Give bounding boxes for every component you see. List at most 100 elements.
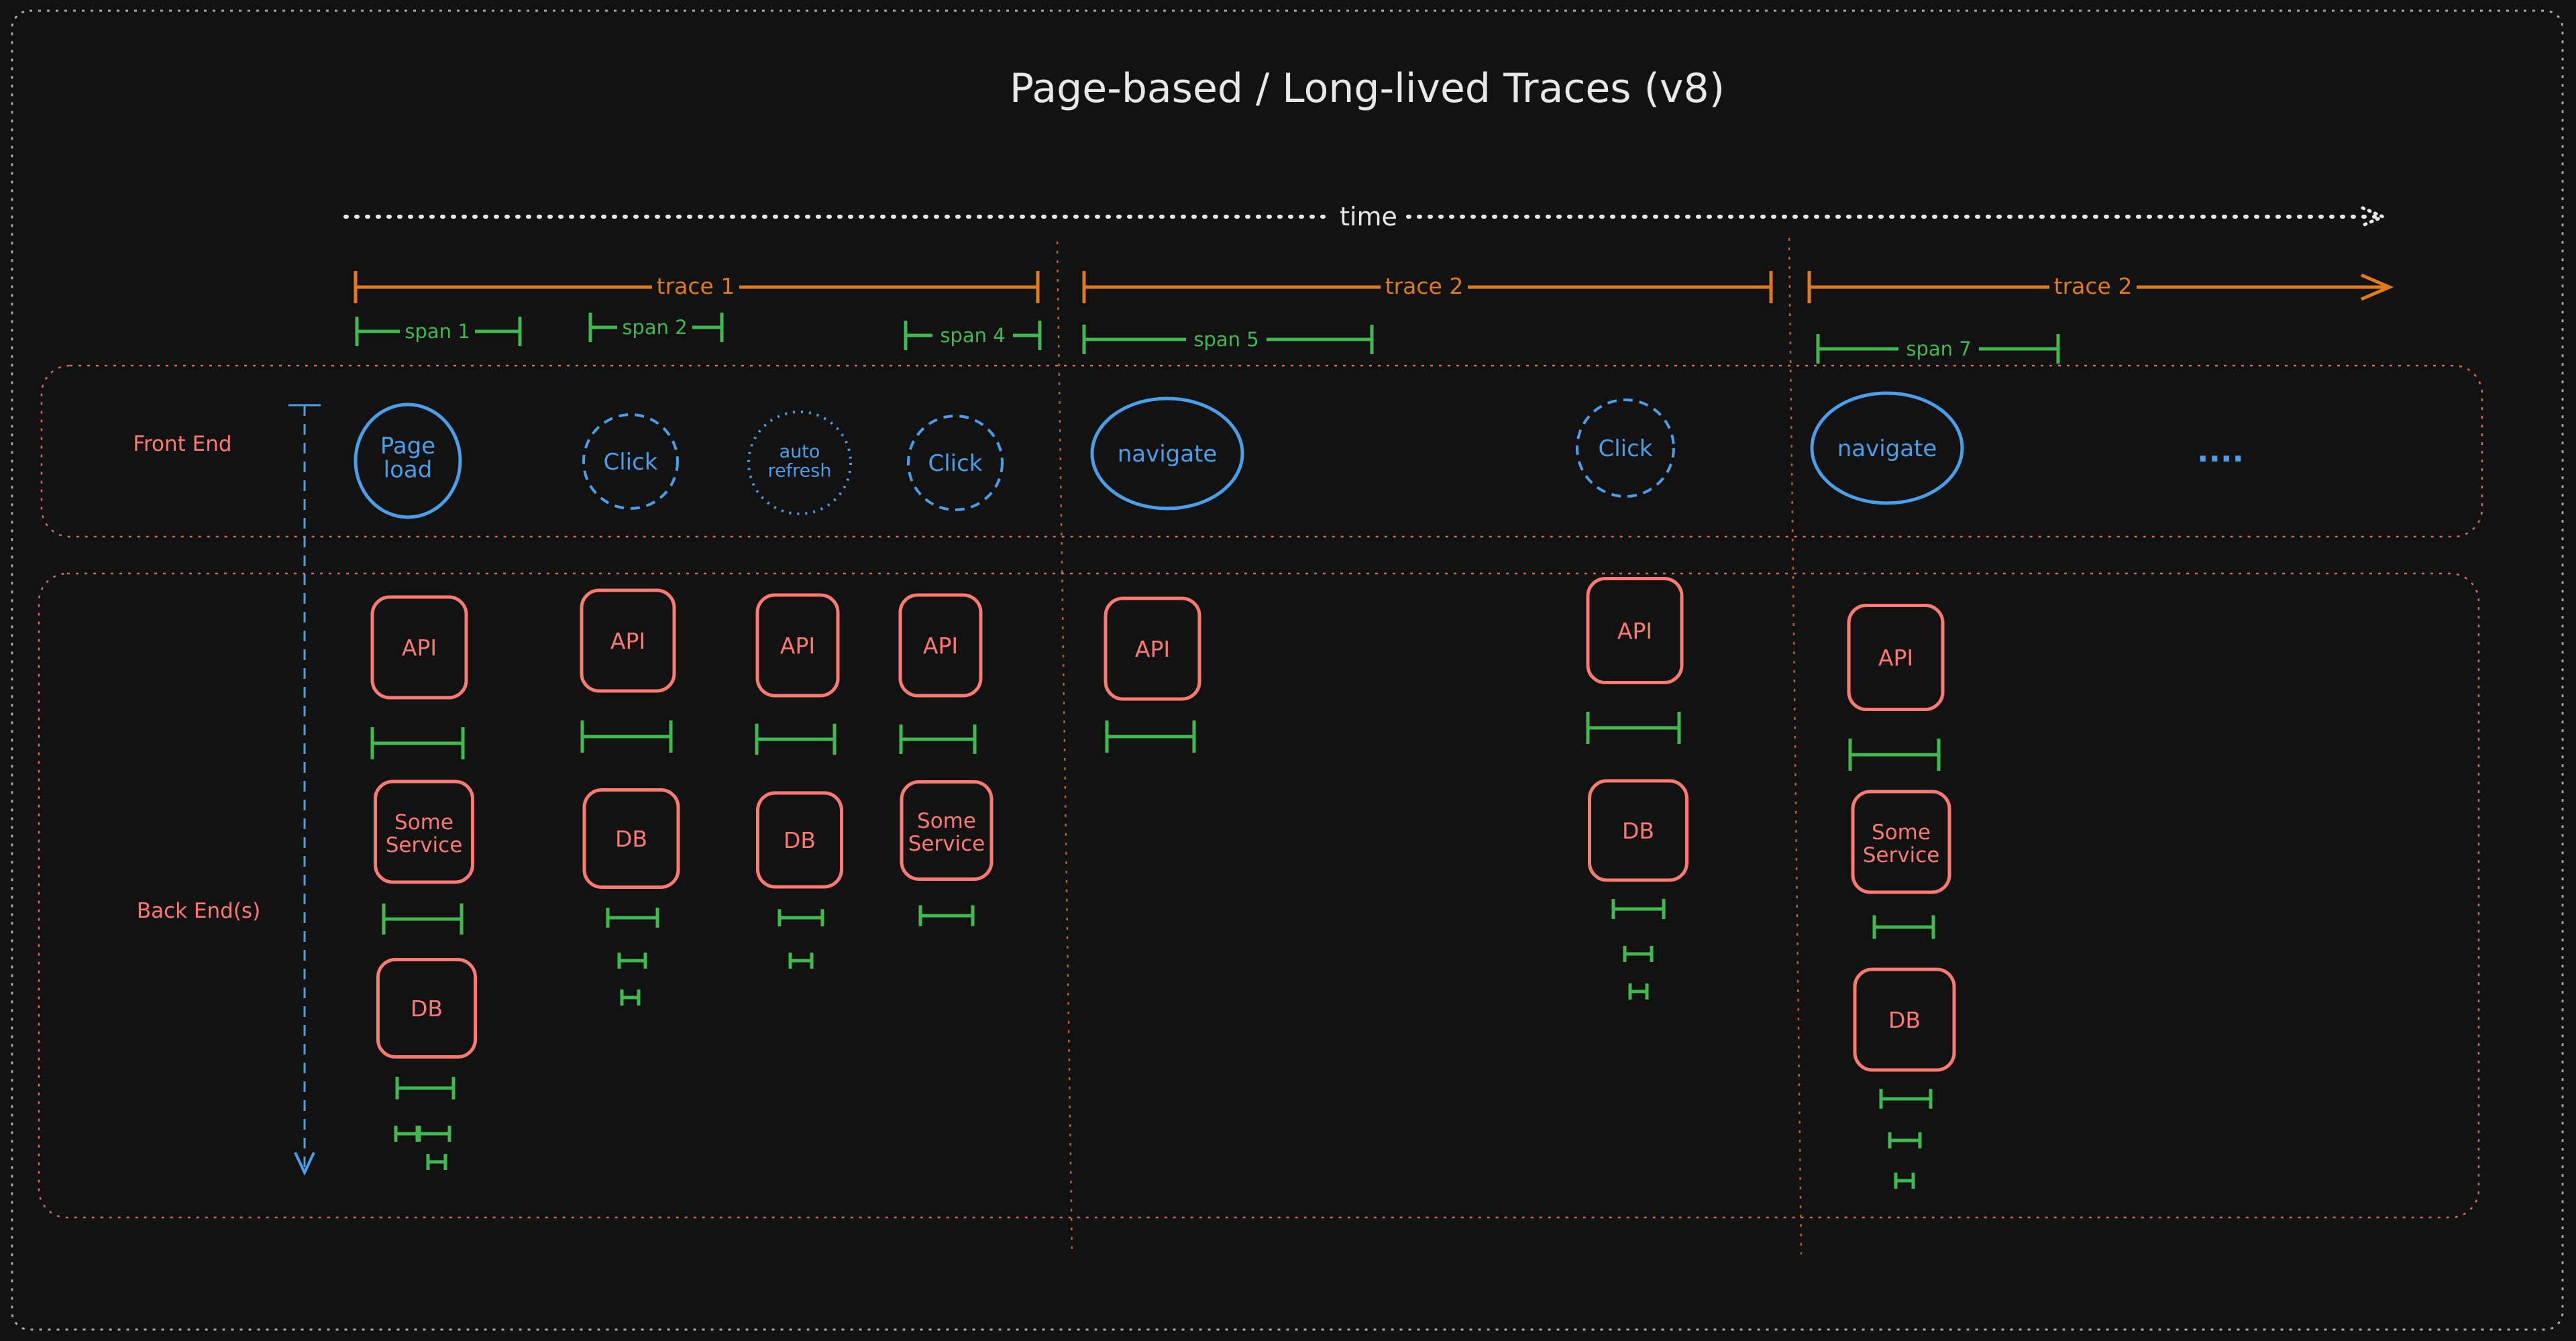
api-service-box[interactable]: API xyxy=(898,593,983,698)
backend-span-bracket xyxy=(417,1126,451,1142)
db-service-label: DB xyxy=(784,827,816,853)
backend-span-bracket xyxy=(370,727,465,759)
backend-span-bracket xyxy=(899,725,977,754)
span-1: span 1 xyxy=(355,317,522,346)
event-click-2[interactable]: Click xyxy=(907,415,1004,511)
event-navigate-2[interactable]: navigate xyxy=(1810,391,1964,505)
api-service-label: API xyxy=(1135,636,1170,662)
event-click-1-label: Click xyxy=(603,449,657,476)
event-click-3-label: Click xyxy=(1598,435,1652,462)
db-service-label: DB xyxy=(615,826,647,852)
backend-span-bracket xyxy=(1848,739,1941,771)
api-service-label: API xyxy=(402,635,437,661)
backend-span-bracket xyxy=(788,953,814,969)
db-service-label: DB xyxy=(1888,1007,1921,1033)
backend-span-bracket xyxy=(755,723,837,755)
backend-span-bracket xyxy=(617,953,647,969)
api-service-label: API xyxy=(1617,618,1652,644)
backend-span-bracket xyxy=(1879,1089,1933,1109)
span-2: span 2 xyxy=(588,313,724,342)
backend-span-bracket xyxy=(1105,720,1196,753)
backend-span-bracket xyxy=(1586,712,1681,744)
db-service-box[interactable]: DB xyxy=(756,791,843,889)
db-service-label: DB xyxy=(1622,818,1654,844)
api-service-box[interactable]: API xyxy=(755,593,840,698)
backend-span-bracket xyxy=(1628,983,1649,1000)
diagram-title: Page-based / Long-lived Traces (v8) xyxy=(1010,65,1725,112)
back-end-label: Back End(s) xyxy=(137,899,260,923)
backend-span-bracket xyxy=(1611,899,1666,919)
backend-span-bracket xyxy=(1623,946,1654,962)
api-service-box[interactable]: API xyxy=(1104,596,1201,701)
arrow-right-icon xyxy=(2361,206,2387,227)
arrow-right-icon xyxy=(2361,273,2394,301)
arrow-down-icon xyxy=(294,1152,315,1176)
backend-span-bracket xyxy=(777,909,824,926)
span-5-label: span 5 xyxy=(1193,328,1258,351)
span-1-label: span 1 xyxy=(405,320,470,343)
more-events-ellipsis: .... xyxy=(2197,433,2244,469)
api-service-label: API xyxy=(1878,645,1913,671)
event-navigate-1-label: navigate xyxy=(1118,441,1218,468)
span-5: span 5 xyxy=(1082,325,1374,354)
db-service-box[interactable]: DB xyxy=(582,788,680,889)
trace-1-label: trace 1 xyxy=(657,273,735,299)
backend-span-bracket xyxy=(426,1154,447,1170)
backend-span-bracket xyxy=(1888,1132,1922,1148)
backend-span-bracket xyxy=(394,1126,419,1142)
outer-frame xyxy=(11,9,2564,1331)
event-navigate-1[interactable]: navigate xyxy=(1090,396,1244,511)
backend-span-bracket xyxy=(606,908,659,928)
backend-span-bracket xyxy=(1872,915,1935,939)
backend-span-bracket xyxy=(620,989,641,1006)
backend-span-bracket xyxy=(1894,1173,1915,1189)
span-7-label: span 7 xyxy=(1906,337,1971,360)
db-service-box[interactable]: DB xyxy=(1588,779,1688,882)
trace-2-label: trace 2 xyxy=(1385,273,1464,299)
trace-divider-2 xyxy=(1788,237,1803,1255)
backend-span-bracket xyxy=(382,903,464,935)
span-2-label: span 2 xyxy=(622,316,687,339)
api-service-label: API xyxy=(780,633,815,659)
time-label-bg xyxy=(1328,199,1402,232)
front-end-label: Front End xyxy=(133,432,231,456)
event-navigate-2-label: navigate xyxy=(1837,435,1937,462)
span-4: span 4 xyxy=(904,321,1042,350)
backend-span-bracket xyxy=(918,905,975,926)
trace-divider-1 xyxy=(1056,241,1073,1255)
event-click-2-label: Click xyxy=(928,450,982,477)
api-service-label: API xyxy=(923,633,958,659)
backend-spans xyxy=(370,712,1941,1189)
db-service-box[interactable]: DB xyxy=(1853,967,1956,1072)
api-service-box[interactable]: API xyxy=(1847,604,1945,711)
event-click-3[interactable]: Click xyxy=(1576,398,1675,498)
backend-span-bracket xyxy=(395,1077,455,1099)
time-label: time xyxy=(1340,202,1397,231)
span-4-label: span 4 xyxy=(940,324,1005,347)
backend-span-bracket xyxy=(580,720,673,753)
db-service-label: DB xyxy=(411,996,443,1022)
back-end-lane xyxy=(38,572,2480,1219)
trace-2: trace 2 xyxy=(1082,271,1773,303)
api-service-box[interactable]: API xyxy=(1586,577,1684,684)
span-7: span 7 xyxy=(1816,334,2060,364)
api-service-box[interactable]: API xyxy=(370,595,468,700)
db-service-box[interactable]: DB xyxy=(376,958,477,1059)
api-service-label: API xyxy=(610,628,645,654)
trace-3-label: trace 2 xyxy=(2054,273,2133,299)
trace-1: trace 1 xyxy=(354,271,1040,303)
event-click-1[interactable]: Click xyxy=(582,413,679,510)
api-service-box[interactable]: API xyxy=(580,588,676,693)
